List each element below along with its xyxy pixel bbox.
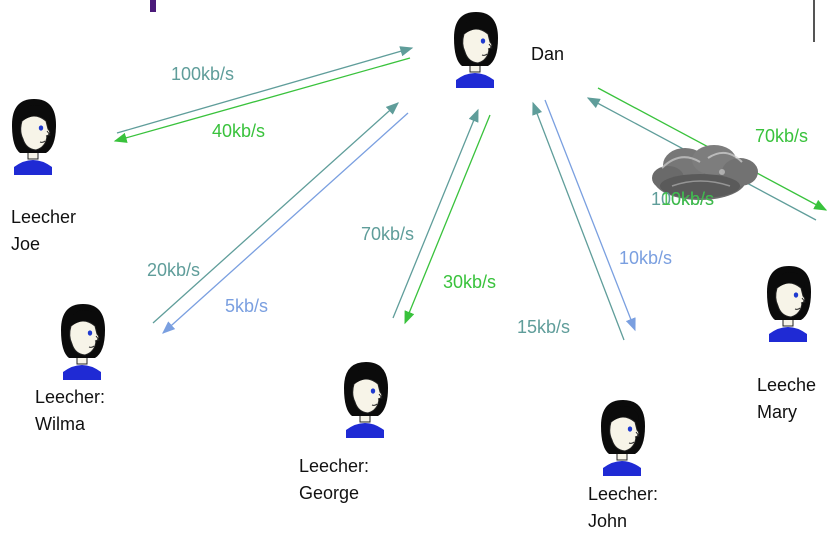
rate-joe-download: 40kb/s	[212, 121, 266, 141]
person-icon	[761, 262, 815, 342]
rate-joe-upload: 100kb/s	[171, 64, 235, 84]
slide-edge-rule	[813, 0, 815, 42]
rate-wilma-download: 5kb/s	[225, 296, 269, 316]
arrow-john-download	[544, 99, 636, 332]
node-label-george-name: George	[299, 483, 360, 503]
arrow-wilma-download	[162, 112, 409, 334]
arrow-wilma-upload	[152, 102, 399, 324]
person-icon	[55, 300, 109, 380]
rate-mary-overlap-b: 10kb/s	[661, 189, 715, 209]
arrow-joe-upload	[116, 46, 414, 134]
node-label-wilma-role: Leecher:	[35, 387, 106, 407]
rate-john-download: 10kb/s	[619, 248, 673, 268]
arrow-george-upload	[392, 108, 479, 319]
node-label-joe-name: Joe	[11, 234, 41, 254]
arrow-george-download	[404, 114, 491, 325]
rate-george-upload: 70kb/s	[361, 224, 415, 244]
rate-mary-overlap-a: 100kb/s	[651, 189, 715, 209]
node-label-mary-role: Leeche	[757, 375, 817, 395]
arrow-john-upload	[532, 101, 625, 341]
storm-cloud-icon	[652, 145, 758, 200]
node-label-george-role: Leecher:	[299, 456, 370, 476]
rate-mary-download: 70kb/s	[755, 126, 809, 146]
person-icon	[448, 8, 502, 88]
person-icon	[595, 396, 649, 476]
node-label-john-name: John	[588, 511, 628, 531]
node-label-mary-name: Mary	[757, 402, 797, 422]
rate-george-download: 30kb/s	[443, 272, 497, 292]
person-icon	[6, 95, 60, 175]
node-label-wilma-name: Wilma	[35, 414, 85, 434]
node-label-john-role: Leecher:	[588, 484, 659, 504]
node-label-joe-role: Leecher	[11, 207, 77, 227]
person-icon	[338, 358, 392, 438]
node-label-dan: Dan	[531, 44, 565, 64]
rate-wilma-upload: 20kb/s	[147, 260, 201, 280]
title-accent-bar	[150, 0, 156, 12]
rate-john-upload: 15kb/s	[517, 317, 571, 337]
arrow-joe-download	[113, 57, 411, 143]
